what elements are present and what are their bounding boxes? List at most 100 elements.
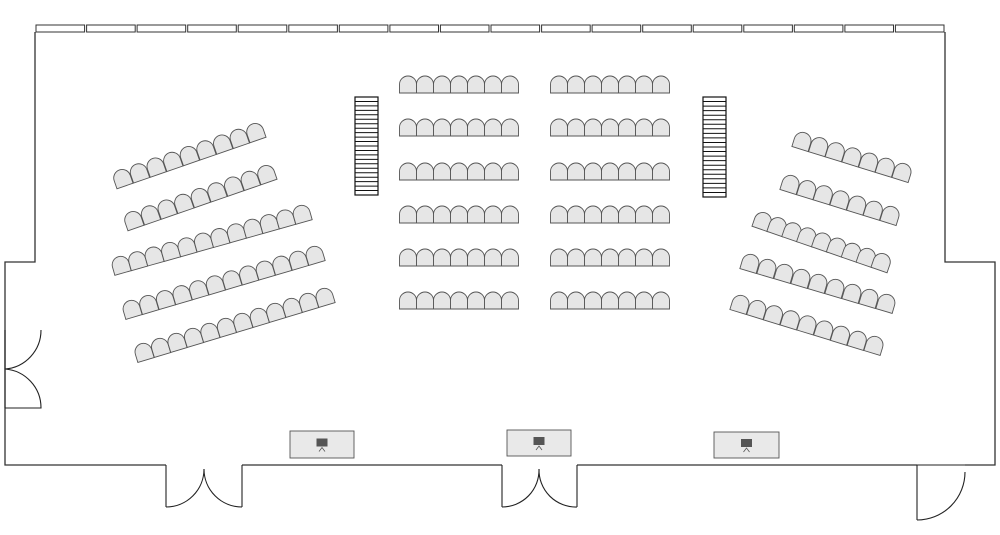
projector-station [289,430,355,459]
window [237,24,288,33]
chair [618,248,636,267]
window [439,24,490,33]
chair [635,75,653,94]
chair [179,146,201,167]
stairs-group [354,96,727,198]
window [35,24,86,33]
chair [846,330,867,351]
chair [891,163,912,184]
chair [450,75,468,94]
projector-screen-icon [741,439,752,453]
chair [550,118,568,137]
window [591,24,642,33]
chair [416,291,434,310]
chair [601,205,619,224]
projector-table [506,429,572,457]
chair [484,205,502,224]
chair [618,205,636,224]
chair [140,205,162,226]
chair [874,157,895,178]
center-left-seating-block [399,75,519,310]
chair [567,248,585,267]
chair [292,204,313,225]
chair [416,205,434,224]
chair [796,315,817,336]
chair [862,200,883,221]
chair [635,162,653,181]
chair [315,287,336,309]
chair [467,162,485,181]
chair [739,253,760,274]
chair [879,206,900,227]
screen-panel [741,439,752,447]
chair [433,118,451,137]
chair [450,291,468,310]
staircase [702,96,727,198]
south-single-door[interactable] [916,464,966,521]
chair [584,248,602,267]
chair [584,291,602,310]
chair [618,118,636,137]
chair [652,291,670,310]
chair [601,291,619,310]
chair [416,248,434,267]
window-row [35,24,945,33]
chair [124,211,145,232]
chair [467,75,485,94]
chair [779,175,800,196]
chair [399,118,417,137]
chair [399,162,417,181]
chair [635,248,653,267]
chair [601,248,619,267]
south-double-door-center[interactable] [501,465,578,508]
staircase [354,96,379,196]
chair [174,193,195,215]
chair [190,188,212,209]
south-double-door-left[interactable] [165,465,243,508]
window [490,24,541,33]
chair [134,342,155,364]
chair [584,205,602,224]
chair [841,283,862,304]
chair [618,291,636,310]
chair [824,278,845,299]
chair [601,75,619,94]
window [389,24,439,33]
chair [163,151,184,173]
projector-screen-icon [316,438,328,452]
center-right-seating-block [550,75,670,310]
chair [416,118,434,137]
chair [812,185,833,206]
chair [399,75,417,94]
chair [584,75,602,94]
chair [550,248,568,267]
chair [567,162,585,181]
chair [652,162,670,181]
chair [122,299,143,320]
chair [746,300,767,321]
chair [584,118,602,137]
chair [501,248,519,267]
chair [240,170,262,192]
window [136,24,187,33]
chair [501,118,519,137]
chair [157,199,178,220]
chair [829,325,850,346]
chair [467,248,485,267]
chair [224,176,245,197]
chair [433,205,451,224]
chair [229,128,251,150]
chair [829,190,850,211]
chair [601,118,619,137]
projector-group [289,429,780,459]
window [692,24,743,33]
chair [807,273,828,294]
chair [863,335,884,357]
chair [450,248,468,267]
window [894,24,945,33]
chair [584,162,602,181]
chair [875,293,896,314]
west-double-door[interactable] [4,329,42,409]
chair [501,205,519,224]
chair [813,320,834,341]
